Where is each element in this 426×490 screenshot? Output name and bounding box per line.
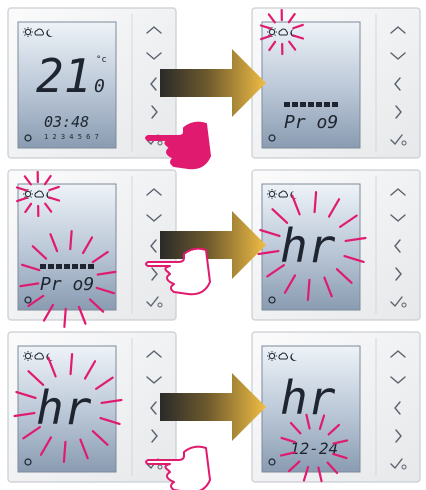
flash-ray xyxy=(308,280,310,300)
weekday-blocks xyxy=(40,264,94,269)
temperature-unit: °c xyxy=(96,55,107,65)
down-button[interactable] xyxy=(142,46,166,66)
down-button[interactable] xyxy=(386,208,410,228)
thermostat-1-after: Pr o9 xyxy=(252,8,420,158)
right-button[interactable] xyxy=(386,102,410,122)
ok-button[interactable] xyxy=(142,292,166,312)
up-button[interactable] xyxy=(386,20,410,40)
weekday-blocks xyxy=(284,102,338,107)
down-button[interactable] xyxy=(386,46,410,66)
ok-button[interactable] xyxy=(386,292,410,312)
hours-setting: hr xyxy=(280,219,336,273)
flash-ray xyxy=(70,231,71,249)
clock-time: 03:48 xyxy=(44,113,89,131)
flash-ray xyxy=(71,354,73,374)
left-button[interactable] xyxy=(386,74,410,94)
date-setting: 12-24 xyxy=(290,439,338,458)
up-button[interactable] xyxy=(386,344,410,364)
right-button[interactable] xyxy=(386,426,410,446)
hours-setting: hr xyxy=(36,381,92,435)
down-button[interactable] xyxy=(142,208,166,228)
right-button[interactable] xyxy=(386,264,410,284)
temperature-decimal: 0 xyxy=(94,76,105,97)
ok-button[interactable] xyxy=(386,454,410,474)
program-label: Pr o9 xyxy=(40,274,94,295)
right-button[interactable] xyxy=(142,102,166,122)
program-label: Pr o9 xyxy=(284,112,338,133)
thermostat-2-after: hr xyxy=(252,170,420,320)
weekday-indicators: 1 2 3 4 5 6 7 xyxy=(44,133,99,141)
up-button[interactable] xyxy=(386,182,410,202)
up-button[interactable] xyxy=(142,182,166,202)
right-button[interactable] xyxy=(142,426,166,446)
flash-ray xyxy=(64,442,66,462)
left-button[interactable] xyxy=(386,398,410,418)
down-button[interactable] xyxy=(386,370,410,390)
thermostat-2-before: Pr o9 xyxy=(8,170,176,327)
temperature-reading: 21 xyxy=(36,49,91,103)
left-button[interactable] xyxy=(386,236,410,256)
down-button[interactable] xyxy=(142,370,166,390)
up-button[interactable] xyxy=(142,20,166,40)
ok-button[interactable] xyxy=(386,130,410,150)
flash-ray xyxy=(64,309,65,327)
flash-ray xyxy=(315,192,317,212)
up-button[interactable] xyxy=(142,344,166,364)
